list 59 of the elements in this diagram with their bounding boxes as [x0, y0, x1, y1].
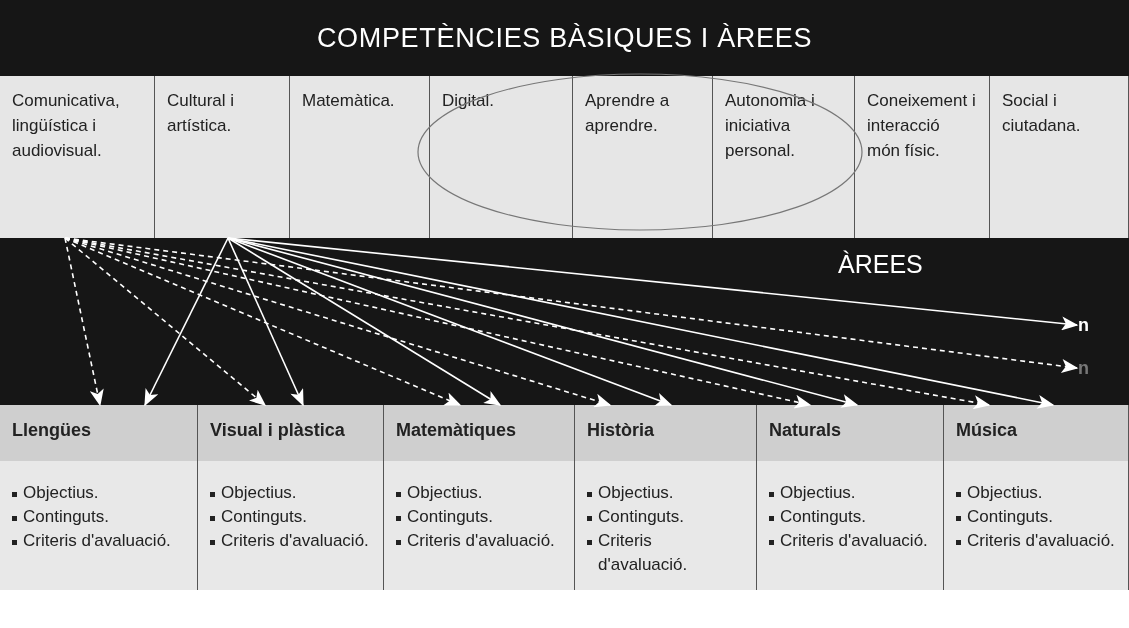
area-header: Història: [575, 405, 756, 461]
area-column: [757, 405, 944, 590]
area-item: Criteris d'avaluació.: [23, 530, 171, 552]
competence-text: Matemàtica.: [302, 90, 396, 112]
area-item: Continguts.: [23, 506, 109, 528]
area-item: Criteris d'avaluació.: [967, 530, 1115, 552]
n-label: n: [1078, 355, 1100, 381]
area-item: Continguts.: [221, 506, 307, 528]
competence-cell: [155, 76, 290, 238]
arrow: [227, 237, 502, 406]
area-header: Música: [944, 405, 1128, 461]
area-item: Objectius.: [407, 482, 483, 504]
area-header: Naturals: [757, 405, 943, 461]
competence-text: Aprendre a aprendre.: [585, 90, 671, 137]
area-column: [0, 405, 198, 590]
arrow: [64, 237, 1079, 373]
title-text: COMPETÈNCIES BÀSIQUES I ÀREES: [316, 21, 813, 55]
n-label: n: [1078, 312, 1100, 338]
area-header: Matemàtiques: [384, 405, 574, 461]
area-column: [575, 405, 757, 590]
arrow: [144, 237, 229, 407]
competence-cell: [573, 76, 713, 238]
area-item: Objectius.: [598, 482, 674, 504]
area-item: Objectius.: [221, 482, 297, 504]
competence-cell: [430, 76, 573, 238]
band-heading: ÀREES: [838, 249, 923, 280]
area-item: Objectius.: [23, 482, 99, 504]
area-item: Continguts.: [967, 506, 1053, 528]
area-item: Continguts.: [598, 506, 684, 528]
competence-text: Autonomia i iniciativa personal.: [725, 90, 816, 162]
area-item: Criteris d'avaluació.: [780, 530, 928, 552]
arrow: [64, 237, 267, 406]
arrow: [64, 237, 104, 407]
area-item: Objectius.: [967, 482, 1043, 504]
area-column: [384, 405, 575, 590]
title-band: [0, 0, 1129, 76]
area-item: Objectius.: [780, 482, 856, 504]
area-header: Visual i plàstica: [198, 405, 383, 461]
area-item: Criteris d'avaluació.: [598, 530, 689, 576]
competence-cell: [0, 76, 155, 238]
competence-cell: [290, 76, 430, 238]
area-item: Continguts.: [407, 506, 493, 528]
area-item: Criteris d'avaluació.: [221, 530, 369, 552]
competence-cell: [990, 76, 1129, 238]
competence-cell: [713, 76, 855, 238]
competence-text: Comunicativa, lingüística i audiovisual.: [12, 90, 121, 162]
competence-text: Coneixement i interacció món físic.: [867, 90, 977, 162]
competence-text: Social i ciutadana.: [1002, 90, 1082, 137]
area-column: [944, 405, 1129, 590]
areas-band: [0, 238, 1129, 405]
competence-text: Cultural i artística.: [167, 90, 236, 137]
competence-text: Digital.: [442, 90, 495, 112]
area-item: Criteris d'avaluació.: [407, 530, 555, 552]
arrow: [227, 237, 1079, 331]
arrow: [227, 237, 304, 407]
area-item: Continguts.: [780, 506, 866, 528]
area-header: Llengües: [0, 405, 197, 461]
competence-cell: [855, 76, 990, 238]
area-column: [198, 405, 384, 590]
